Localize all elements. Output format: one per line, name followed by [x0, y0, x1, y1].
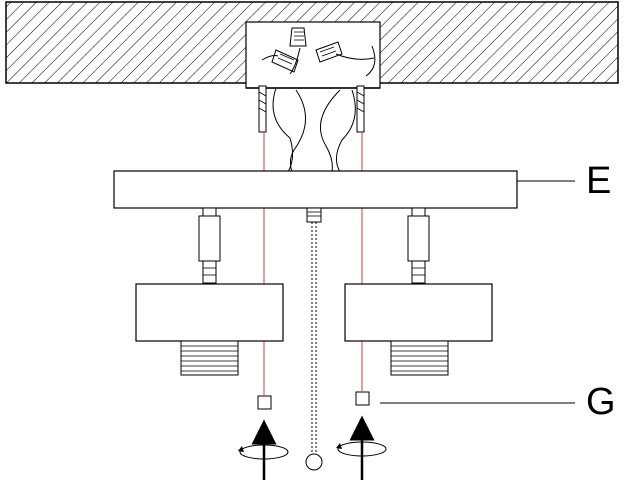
- finial-nut-right: [355, 391, 370, 406]
- wire-connector: [289, 27, 307, 47]
- callout-label-g: G: [586, 381, 616, 423]
- mounting-screw-left: [258, 85, 267, 133]
- junction-box: [245, 21, 381, 89]
- lamp-holder-right: [344, 283, 493, 342]
- lamp-right: [344, 207, 493, 376]
- rotate-arrow-right: [336, 441, 387, 457]
- mounting-screw-right: [356, 85, 365, 133]
- lamp-holder-left: [135, 283, 284, 342]
- supply-wires: [272, 87, 356, 173]
- pull-chain-bead: [305, 453, 323, 471]
- canopy-plate: [113, 170, 518, 209]
- lamp-left: [135, 207, 284, 376]
- pull-chain: [305, 207, 323, 471]
- rotate-arrow-left: [238, 444, 289, 460]
- wire-connector: [315, 41, 343, 63]
- wire-connector: [271, 49, 299, 73]
- callout-label-e: E: [586, 160, 612, 202]
- finial-nut-left: [257, 395, 272, 410]
